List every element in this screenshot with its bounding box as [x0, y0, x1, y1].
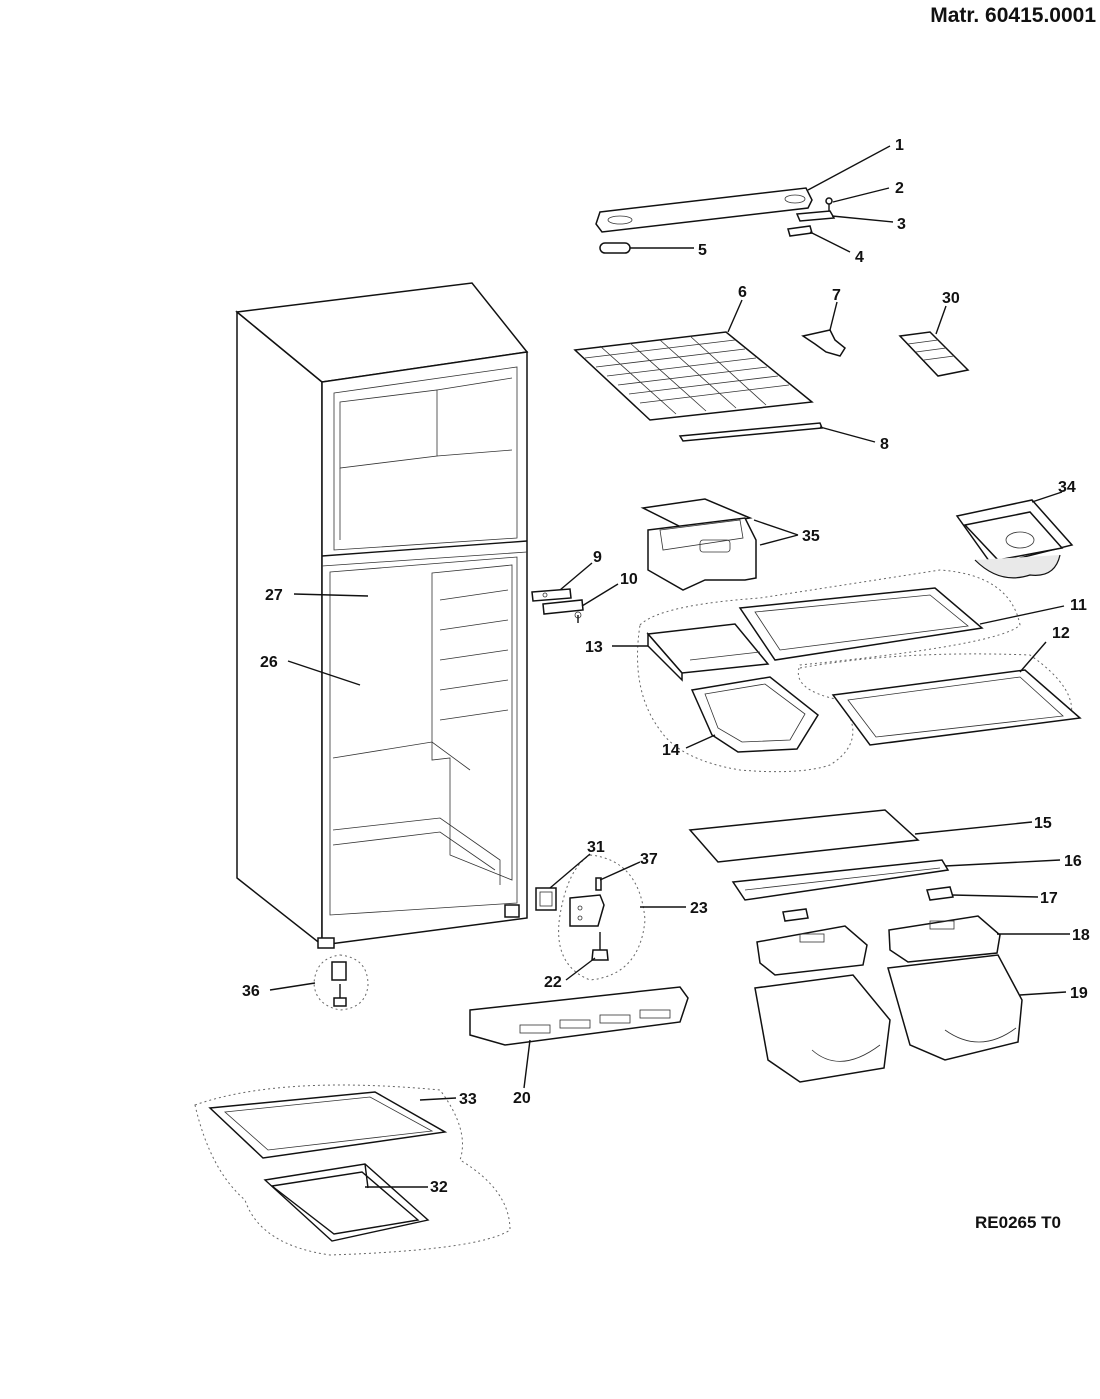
callout-23: 23: [690, 900, 708, 917]
callout-2: 2: [895, 180, 904, 197]
part-8-shelf-trim: [678, 422, 824, 442]
callout-numbers: 1 2 3 4 5 6 7 8 9 10 11 12 13 14 15 16 1…: [242, 137, 1090, 1196]
part-12-glass-shelf: [831, 669, 1082, 746]
callout-32: 32: [430, 1179, 448, 1196]
callout-19: 19: [1070, 985, 1088, 1002]
callout-37: 37: [640, 851, 658, 868]
part-34-ice-bin: [955, 499, 1074, 579]
callout-11: 11: [1070, 597, 1087, 614]
part-23-hinge-bracket: [569, 894, 605, 927]
callout-20: 20: [513, 1090, 531, 1107]
refrigerator-cabinet: [235, 282, 529, 949]
callout-7: 7: [832, 287, 841, 304]
part-30-grille: [898, 331, 970, 377]
part-19-door-bin: [754, 954, 1023, 1083]
callout-31: 31: [587, 839, 605, 856]
callout-27: 27: [265, 587, 283, 604]
part-32-wire-frame: [263, 1163, 430, 1242]
callout-22: 22: [544, 974, 562, 991]
callout-14: 14: [662, 742, 680, 759]
part-33-glass-shelf: [208, 1091, 448, 1159]
callout-18: 18: [1072, 927, 1090, 944]
part-9-hinge: [531, 588, 572, 602]
callout-15: 15: [1034, 815, 1052, 832]
drawing-reference: RE0265 T0: [975, 1213, 1061, 1232]
part-15-glass-panel: [688, 809, 920, 863]
callout-10: 10: [620, 571, 638, 588]
part-31-plate: [535, 887, 557, 911]
part-36-foot: [331, 961, 347, 1007]
part-18-door-bin: [756, 915, 1001, 976]
part-3-clip: [795, 210, 836, 222]
callout-9: 9: [593, 549, 602, 566]
part-36-detail-circle: [313, 954, 369, 1011]
part-35-ice-tray: [640, 498, 757, 591]
callout-16: 16: [1064, 853, 1082, 870]
part-20-crisper-cover: [469, 986, 689, 1046]
callout-3: 3: [897, 216, 906, 233]
part-16-trim-strip: [731, 859, 950, 901]
leader-lines: [269, 145, 1070, 1188]
material-number: Matr. 60415.0001: [930, 4, 1096, 27]
callout-1: 1: [895, 137, 904, 154]
part-14-drawer: [690, 676, 819, 753]
callout-36: 36: [242, 983, 260, 1000]
detail-circle: [558, 854, 646, 981]
callout-6: 6: [738, 284, 747, 301]
part-7-bracket: [801, 329, 846, 357]
part-10-hinge: [542, 599, 584, 623]
callout-8: 8: [880, 436, 889, 453]
callout-35: 35: [802, 528, 820, 545]
callout-26: 26: [260, 654, 278, 671]
part-5-cap: [599, 242, 631, 254]
callout-30: 30: [942, 290, 960, 307]
callout-33: 33: [459, 1091, 477, 1108]
part-37-pin: [595, 877, 602, 891]
callout-17: 17: [1040, 890, 1058, 907]
inner-ribs: [439, 589, 509, 721]
shelf-group-outline: [637, 569, 1021, 773]
callout-5: 5: [698, 242, 707, 259]
part-4-clip: [787, 225, 813, 237]
part-11-glass-shelf: [738, 587, 984, 661]
part-1-handle-bar: [595, 187, 813, 233]
parts-32-33-group-outline: [194, 1084, 511, 1256]
part-22-adjustable-foot: [591, 932, 609, 961]
part-2-screw: [825, 197, 833, 212]
callout-34: 34: [1058, 479, 1076, 496]
part-13-drawer-cover: [646, 623, 770, 682]
callout-12: 12: [1052, 625, 1070, 642]
part-17-bin-clip: [782, 886, 954, 922]
callout-13: 13: [585, 639, 603, 656]
callout-4: 4: [855, 249, 864, 266]
part-6-wire-shelf: [573, 331, 814, 421]
